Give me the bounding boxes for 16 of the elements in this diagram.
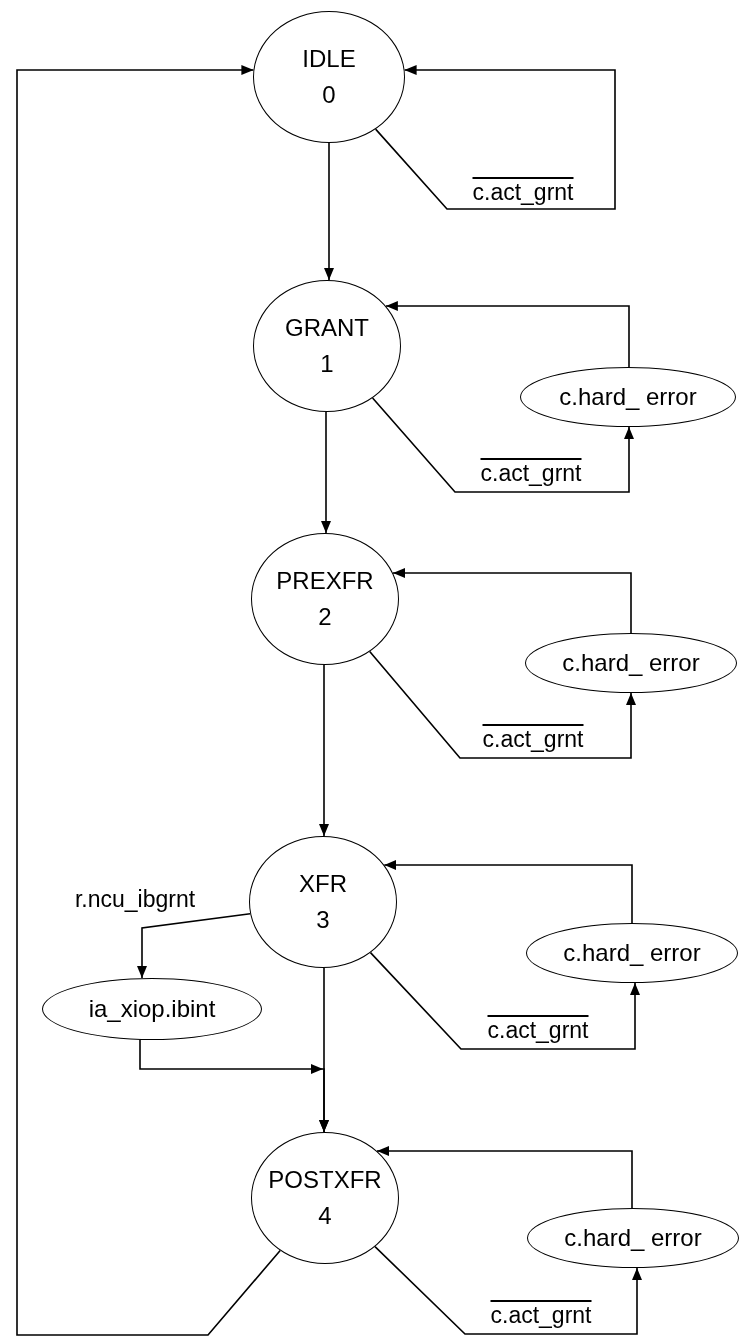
state-number: 1 <box>320 349 334 379</box>
state-name: PREXFR <box>276 566 374 596</box>
state-number: 0 <box>322 80 336 110</box>
condition-label: c.hard_ error <box>564 1223 702 1253</box>
condition-label: c.hard_ error <box>562 648 700 678</box>
condition-label: ia_xiop.ibint <box>88 994 216 1024</box>
condition-label: c.hard_ error <box>559 382 697 412</box>
edge-label: r.ncu_ibgrnt <box>73 886 197 912</box>
state-number: 3 <box>316 905 330 935</box>
state-name: GRANT <box>285 313 369 343</box>
state-name: POSTXFR <box>268 1165 382 1195</box>
state-number: 2 <box>318 602 332 632</box>
state-name: XFR <box>299 869 347 899</box>
state-name: IDLE <box>302 44 356 74</box>
state-number: 4 <box>318 1201 332 1231</box>
condition-label: c.hard_ error <box>563 938 701 968</box>
